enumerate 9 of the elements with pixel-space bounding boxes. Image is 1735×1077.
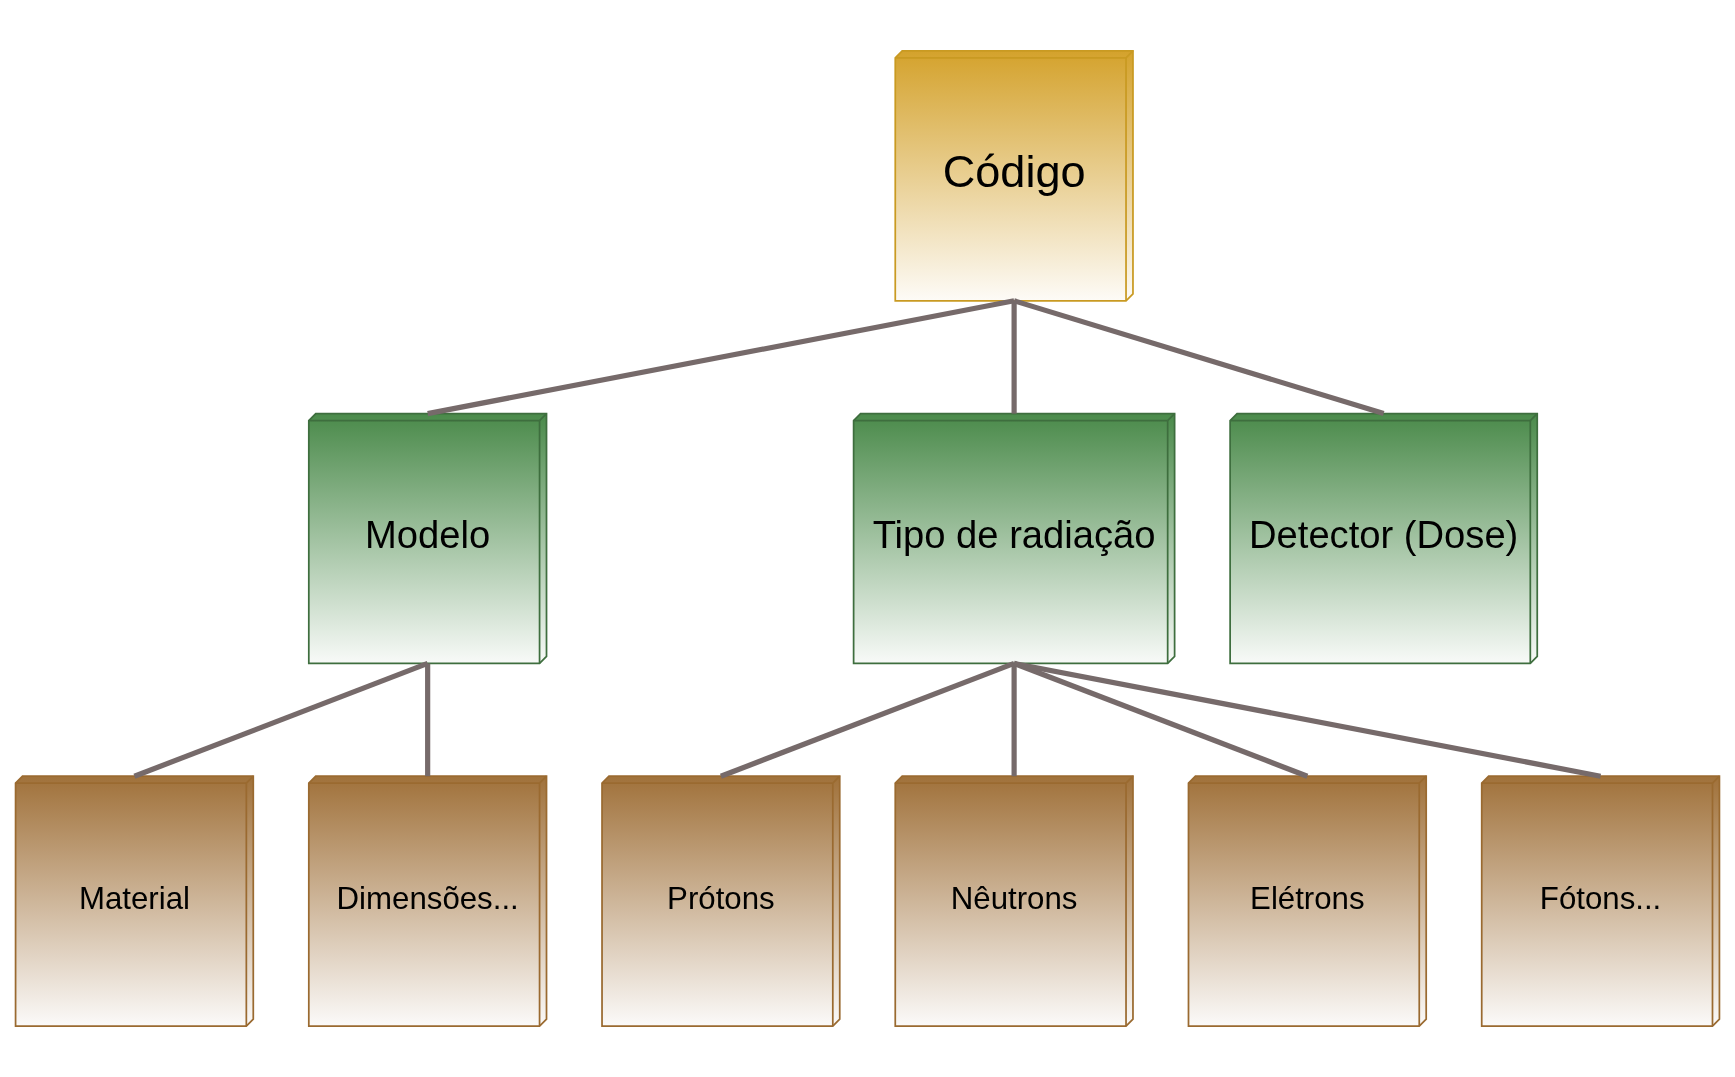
connector — [719, 661, 1016, 779]
connector — [1013, 661, 1309, 779]
connector — [425, 663, 431, 777]
connector — [1011, 663, 1017, 777]
connector — [1011, 300, 1017, 414]
connector — [1013, 660, 1602, 779]
connector — [427, 298, 1015, 417]
connector — [133, 661, 429, 779]
connector — [1013, 298, 1385, 417]
